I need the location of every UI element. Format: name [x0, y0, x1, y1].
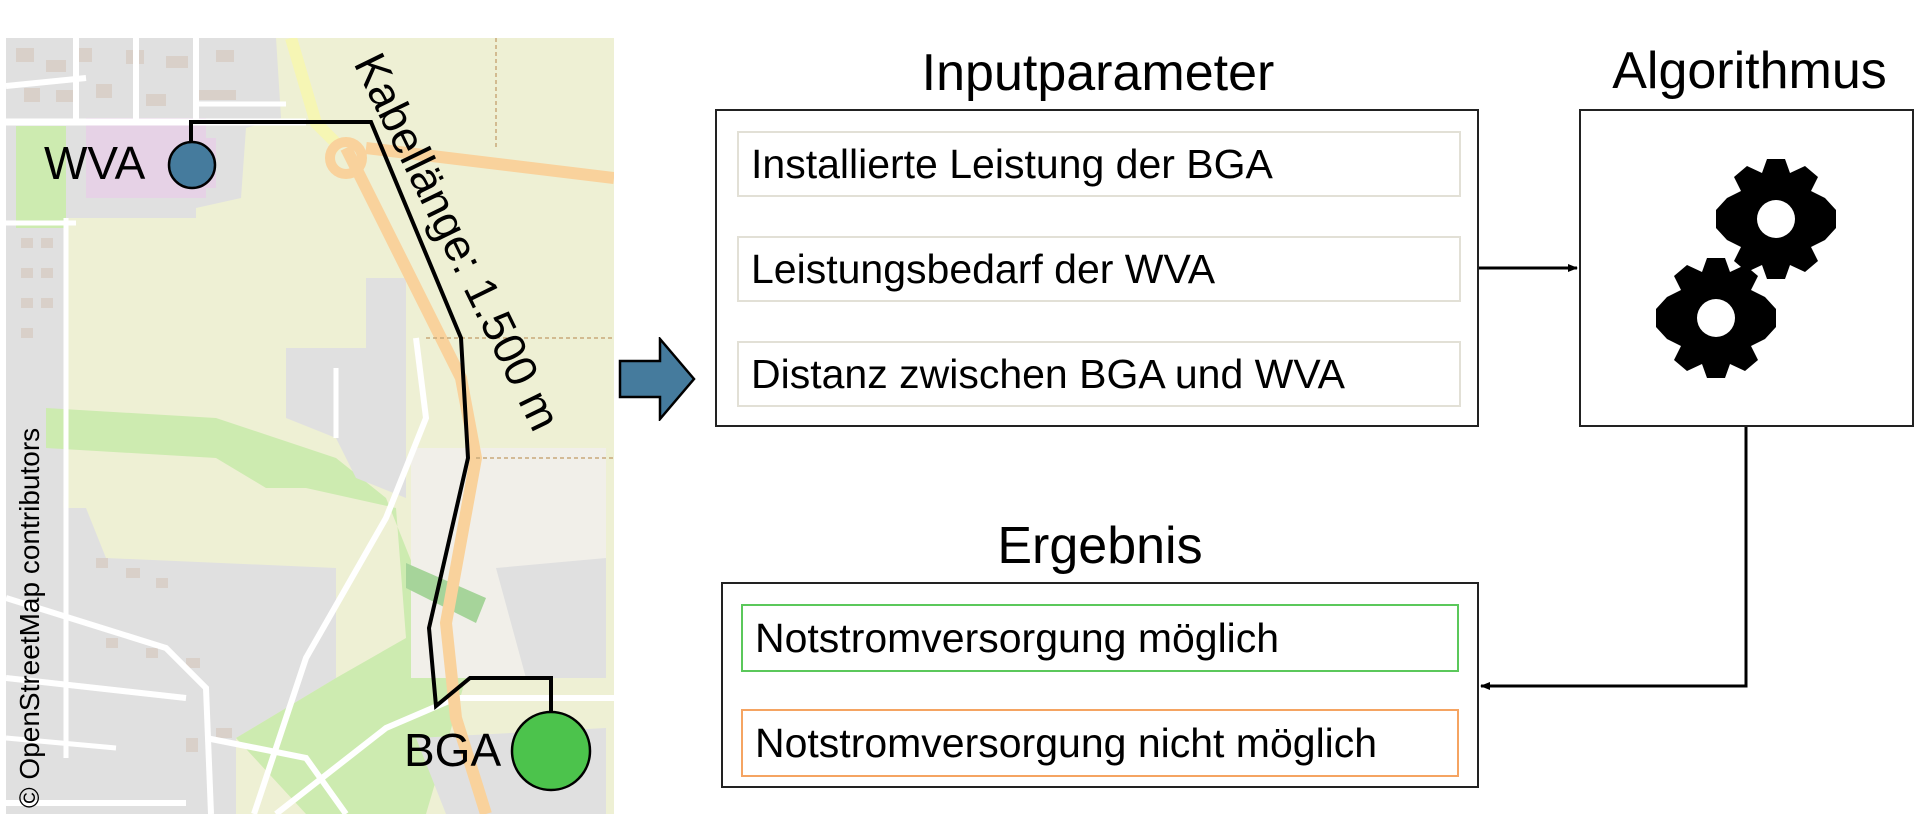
wva-marker	[167, 140, 217, 190]
input-parameter-item: Installierte Leistung der BGA	[737, 131, 1461, 197]
input-parameter-item: Distanz zwischen BGA und WVA	[737, 341, 1461, 407]
gear-large-icon	[1716, 159, 1836, 279]
gear-small-icon	[1656, 258, 1776, 378]
boundary-lines	[426, 38, 614, 459]
result-panel: Notstromversorgung möglich Notstromverso…	[721, 582, 1479, 788]
result-title: Ergebnis	[997, 517, 1203, 575]
farm-area	[286, 278, 406, 498]
residential-area-southwest	[6, 508, 336, 814]
industrial-area	[496, 558, 606, 678]
result-item-possible: Notstromversorgung möglich	[741, 604, 1459, 672]
algorithm-title: Algorithmus	[1612, 42, 1887, 100]
gears-icon	[1656, 159, 1836, 378]
result-item-not-possible: Notstromversorgung nicht möglich	[741, 709, 1459, 777]
input-parameters-panel: Installierte Leistung der BGA Leistungsb…	[715, 109, 1479, 427]
wva-label: WVA	[44, 137, 146, 189]
park-area	[16, 126, 66, 228]
input-parameter-item: Leistungsbedarf der WVA	[737, 236, 1461, 302]
meringer-strasse	[365, 142, 614, 184]
bga-label: BGA	[404, 724, 502, 776]
input-parameters-title: Inputparameter	[921, 44, 1275, 102]
meadow-area	[46, 408, 466, 814]
residential-area-northwest	[6, 38, 281, 758]
algorithm-to-result-arrow	[1480, 427, 1748, 690]
bga-marker	[510, 710, 592, 792]
cable-route	[189, 120, 553, 719]
osm-map	[6, 38, 614, 814]
osm-attribution: © OpenStreetMap contributors	[14, 427, 45, 808]
flow-arrow-icon	[618, 337, 696, 421]
map-canvas	[6, 38, 614, 814]
roundabout	[325, 137, 367, 179]
